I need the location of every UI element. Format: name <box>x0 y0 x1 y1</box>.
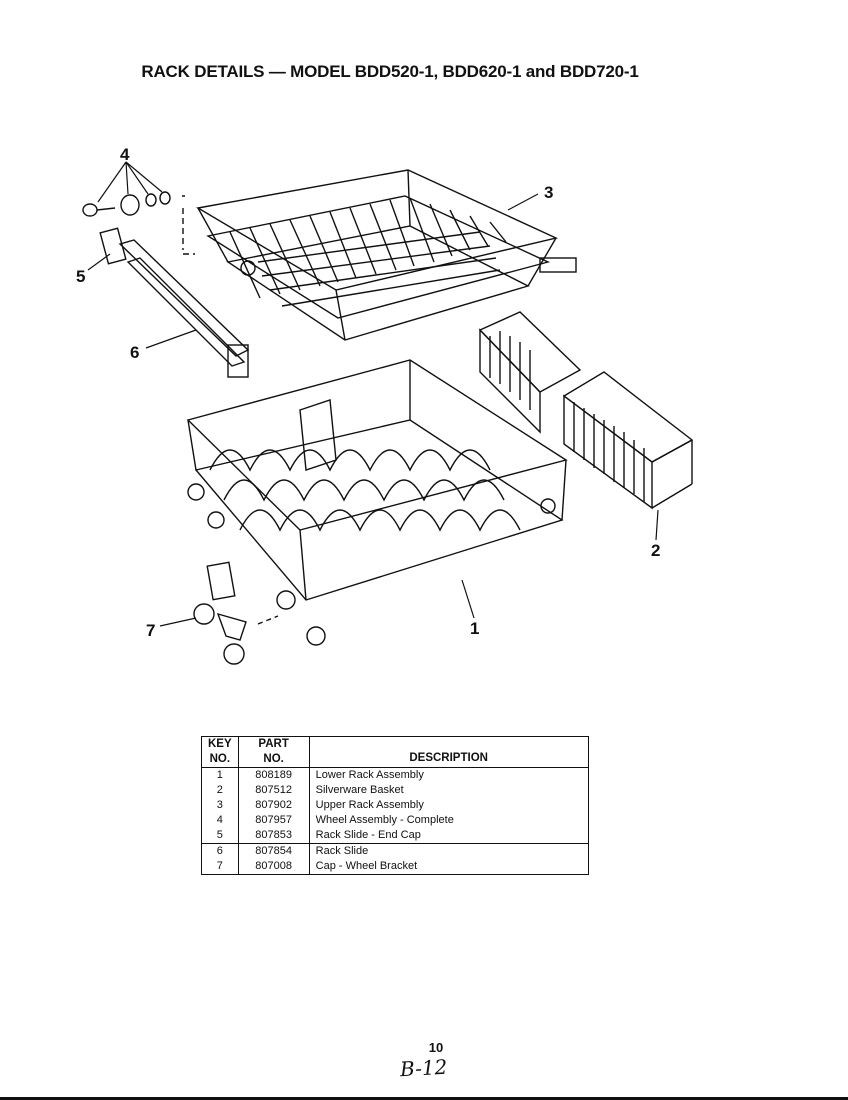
callout-4: 4 <box>120 145 130 164</box>
table-row: 1 808189 Lower Rack Assembly <box>201 767 589 783</box>
table-row: 4 807957 Wheel Assembly - Complete <box>201 813 589 828</box>
callout-1: 1 <box>470 619 479 638</box>
page-number: 10 <box>428 1040 444 1055</box>
cap-wheel-bracket-drawing <box>193 561 279 665</box>
parts-list-table: KEY NO. PART NO. DESCRIPTION 1 808189 Lo… <box>201 736 589 875</box>
table-row: 6 807854 Rack Slide <box>201 843 589 859</box>
upper-rack-drawing <box>196 169 577 341</box>
callout-leader-lines <box>87 161 659 627</box>
table-row: 2 807512 Silverware Basket <box>201 783 589 798</box>
lower-rack-drawing <box>186 359 568 646</box>
silverware-basket-drawing <box>478 311 694 510</box>
rack-slide-drawing <box>118 239 250 378</box>
exploded-parts-diagram: 4 3 5 6 2 7 1 <box>76 145 694 665</box>
page-bottom-edge <box>0 1097 848 1100</box>
wheel-assembly-drawing <box>82 191 195 255</box>
table-row: 7 807008 Cap - Wheel Bracket <box>201 859 589 875</box>
callout-6: 6 <box>130 343 139 362</box>
table-header-row: KEY NO. PART NO. DESCRIPTION <box>201 736 589 768</box>
callout-7: 7 <box>146 621 155 640</box>
callout-5: 5 <box>76 267 85 286</box>
table-row: 5 807853 Rack Slide - End Cap <box>201 828 589 844</box>
table-row: 3 807902 Upper Rack Assembly <box>201 798 589 813</box>
header-description: DESCRIPTION <box>409 752 488 764</box>
header-key-no: KEY NO. <box>201 736 239 768</box>
callout-3: 3 <box>544 183 553 202</box>
page-title: RACK DETAILS — MODEL BDD520-1, BDD620-1 … <box>141 62 639 81</box>
handwritten-note: B-12 <box>399 1054 448 1082</box>
header-part-no: PART NO. <box>238 736 310 768</box>
callout-2: 2 <box>651 541 660 560</box>
